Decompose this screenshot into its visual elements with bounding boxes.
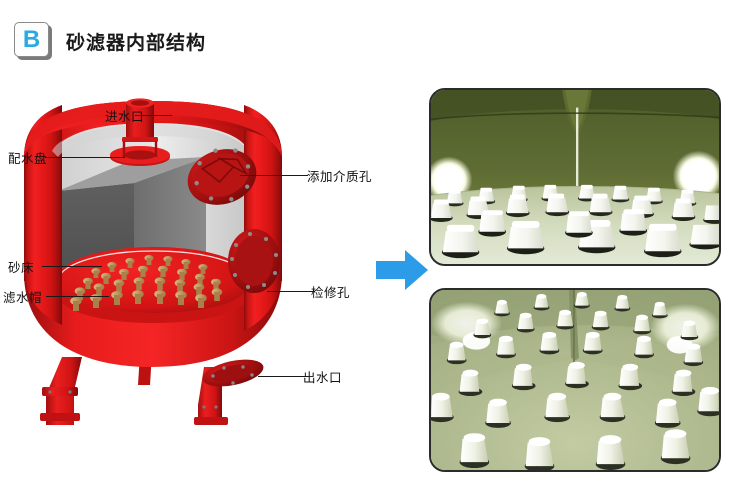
vessel-front-left-column: [24, 105, 62, 325]
label-distributor: 配水盘: [8, 152, 48, 166]
leader-filter-cap: [46, 296, 109, 297]
right-arrow-icon: [376, 248, 428, 292]
section-badge: B: [14, 22, 52, 60]
vessel-top-dome: [24, 101, 282, 157]
leader-inlet: [135, 115, 172, 116]
page-title: 砂滤器内部结构: [66, 32, 207, 54]
leader-sand-bed: [42, 266, 102, 267]
photo-filter-nozzles-side-view: [429, 88, 721, 266]
leader-distributor: [45, 157, 125, 158]
label-inlet: 进水口: [105, 110, 145, 124]
vessel-illustration: [24, 98, 282, 425]
photo-filter-nozzles-top-view: [429, 288, 721, 472]
badge-letter: B: [22, 25, 41, 53]
letter-b-icon: B: [14, 22, 49, 57]
dome-cut-interior: [52, 125, 216, 157]
outlet-flange: [202, 359, 264, 387]
inlet-nozzle: [122, 98, 158, 157]
leader-manhole: [267, 291, 315, 292]
label-media-port: 添加介质孔: [307, 170, 373, 184]
page-header: B 砂滤器内部结构: [14, 22, 206, 60]
filter-nozzle-group: [70, 255, 223, 311]
label-filter-cap: 滤水帽: [3, 291, 43, 305]
sand-filter-cutaway-diagram: 进水口 配水盘 砂床 滤水帽 添加介质孔 检修孔 出水口: [0, 95, 373, 425]
manhole-port: [228, 229, 280, 293]
leader-outlet: [258, 376, 308, 377]
label-sand-bed: 砂床: [8, 261, 35, 275]
vessel-leg-left: [40, 357, 82, 425]
label-manhole: 检修孔: [311, 286, 351, 300]
media-addition-port: [187, 148, 257, 205]
distributor-plate: [110, 146, 170, 166]
leader-media-port: [240, 175, 308, 176]
label-outlet: 出水口: [303, 371, 343, 385]
